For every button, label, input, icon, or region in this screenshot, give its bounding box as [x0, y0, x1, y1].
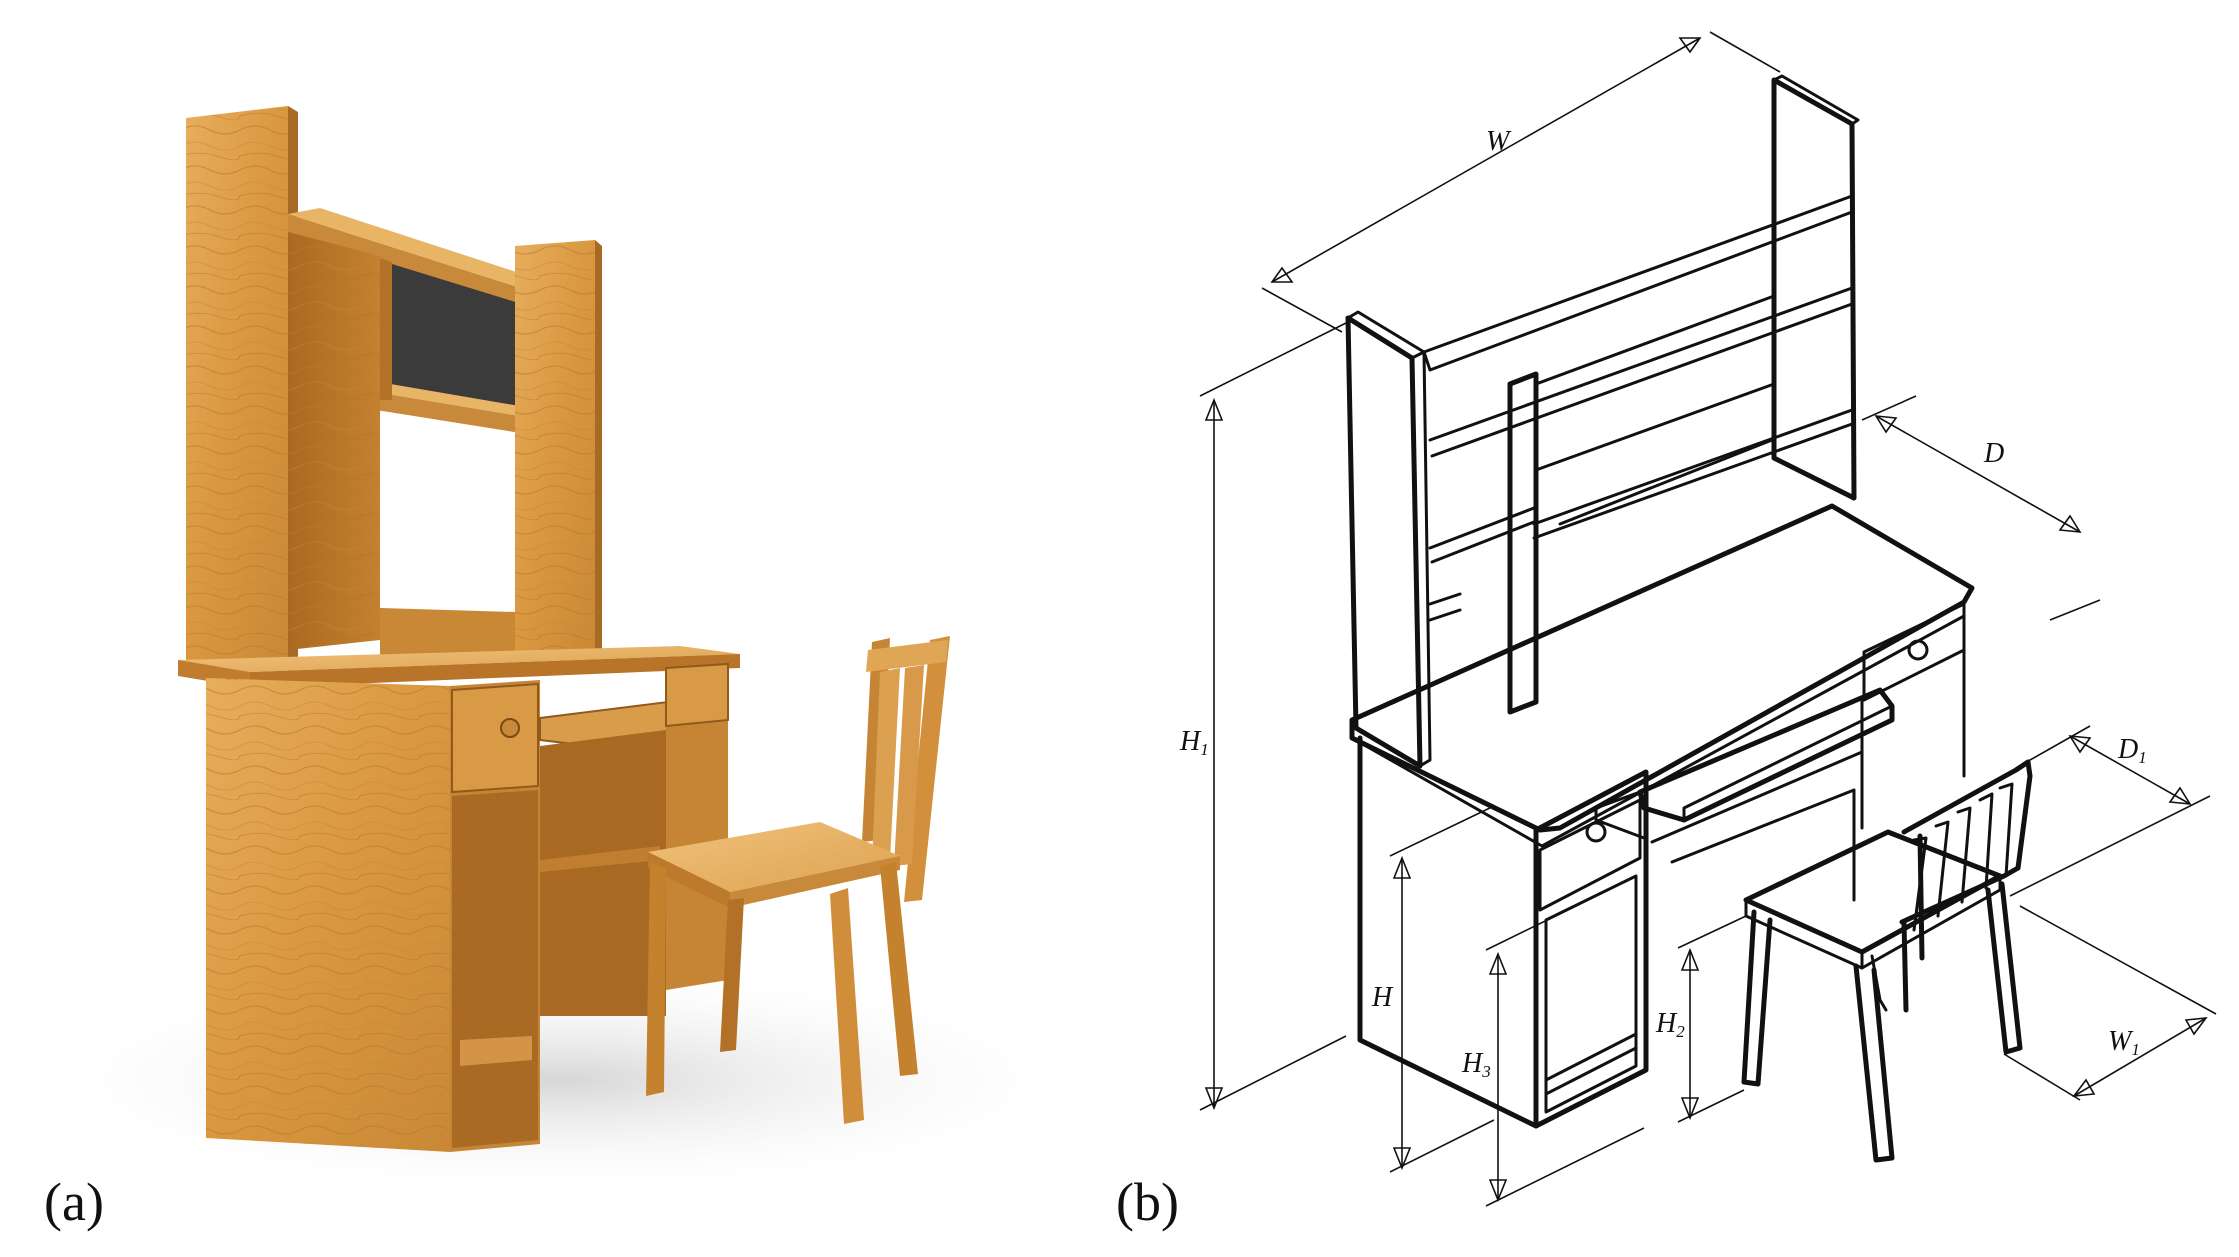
iso-chair-back	[1899, 759, 2033, 925]
dimension-D1: D1	[2009, 725, 2211, 897]
dim-D-label: D	[1983, 438, 2004, 469]
svg-text:D: D	[1983, 438, 2004, 469]
dim-H3-label: H	[1461, 1048, 1484, 1079]
hutch-top-shelf	[288, 214, 590, 325]
desk-right-pedestal	[666, 664, 728, 990]
iso-chair	[1741, 759, 2033, 1163]
dim-W1-label: W	[2108, 1026, 2134, 1057]
dim-H1-label: H	[1179, 726, 1202, 757]
dimension-D: D	[1861, 395, 2101, 621]
dim-H-label: H	[1371, 982, 1394, 1013]
drawer-knob	[500, 718, 520, 738]
iso-hutch-left-panel	[1345, 315, 1423, 769]
svg-text:W: W	[1486, 126, 1512, 157]
iso-left-pedestal	[1357, 735, 1539, 1129]
isometric-drawing: W D H1	[1179, 31, 2217, 1207]
desk-left-drawer	[451, 682, 539, 794]
rendered-chair	[646, 636, 950, 1124]
svg-text:H2: H2	[1655, 1008, 1685, 1041]
svg-text:H1: H1	[1179, 726, 1209, 759]
iso-middle-shelf	[1428, 286, 1854, 458]
iso-top-shelf	[1422, 194, 1854, 372]
dimension-W: W	[1261, 31, 1781, 333]
dimension-H3: H3	[1461, 903, 1645, 1207]
iso-desk-top	[1349, 503, 1975, 833]
panel-label-b: (b)	[1116, 1172, 1179, 1232]
dimension-H1: H1	[1179, 321, 1349, 1111]
svg-text:H: H	[1371, 982, 1394, 1013]
dimension-H: H	[1371, 805, 1495, 1173]
rendered-desk-and-chair	[0, 106, 1120, 1200]
svg-text:H3: H3	[1461, 1048, 1491, 1081]
dim-H2-label: H	[1655, 1008, 1678, 1039]
svg-text:W1: W1	[2108, 1026, 2140, 1059]
iso-hutch-right-panel	[1771, 77, 1857, 501]
dimension-H2: H2	[1655, 915, 1747, 1123]
chair-seat	[648, 822, 900, 892]
svg-text:D1: D1	[2117, 734, 2147, 767]
iso-left-drawer	[1538, 798, 1642, 912]
dim-D1-label: D	[2117, 734, 2138, 765]
panel-label-a: (a)	[44, 1172, 104, 1232]
desk-top	[178, 646, 740, 672]
dim-W-label: W	[1486, 126, 1512, 157]
dimension-W1: W1	[2003, 905, 2217, 1101]
